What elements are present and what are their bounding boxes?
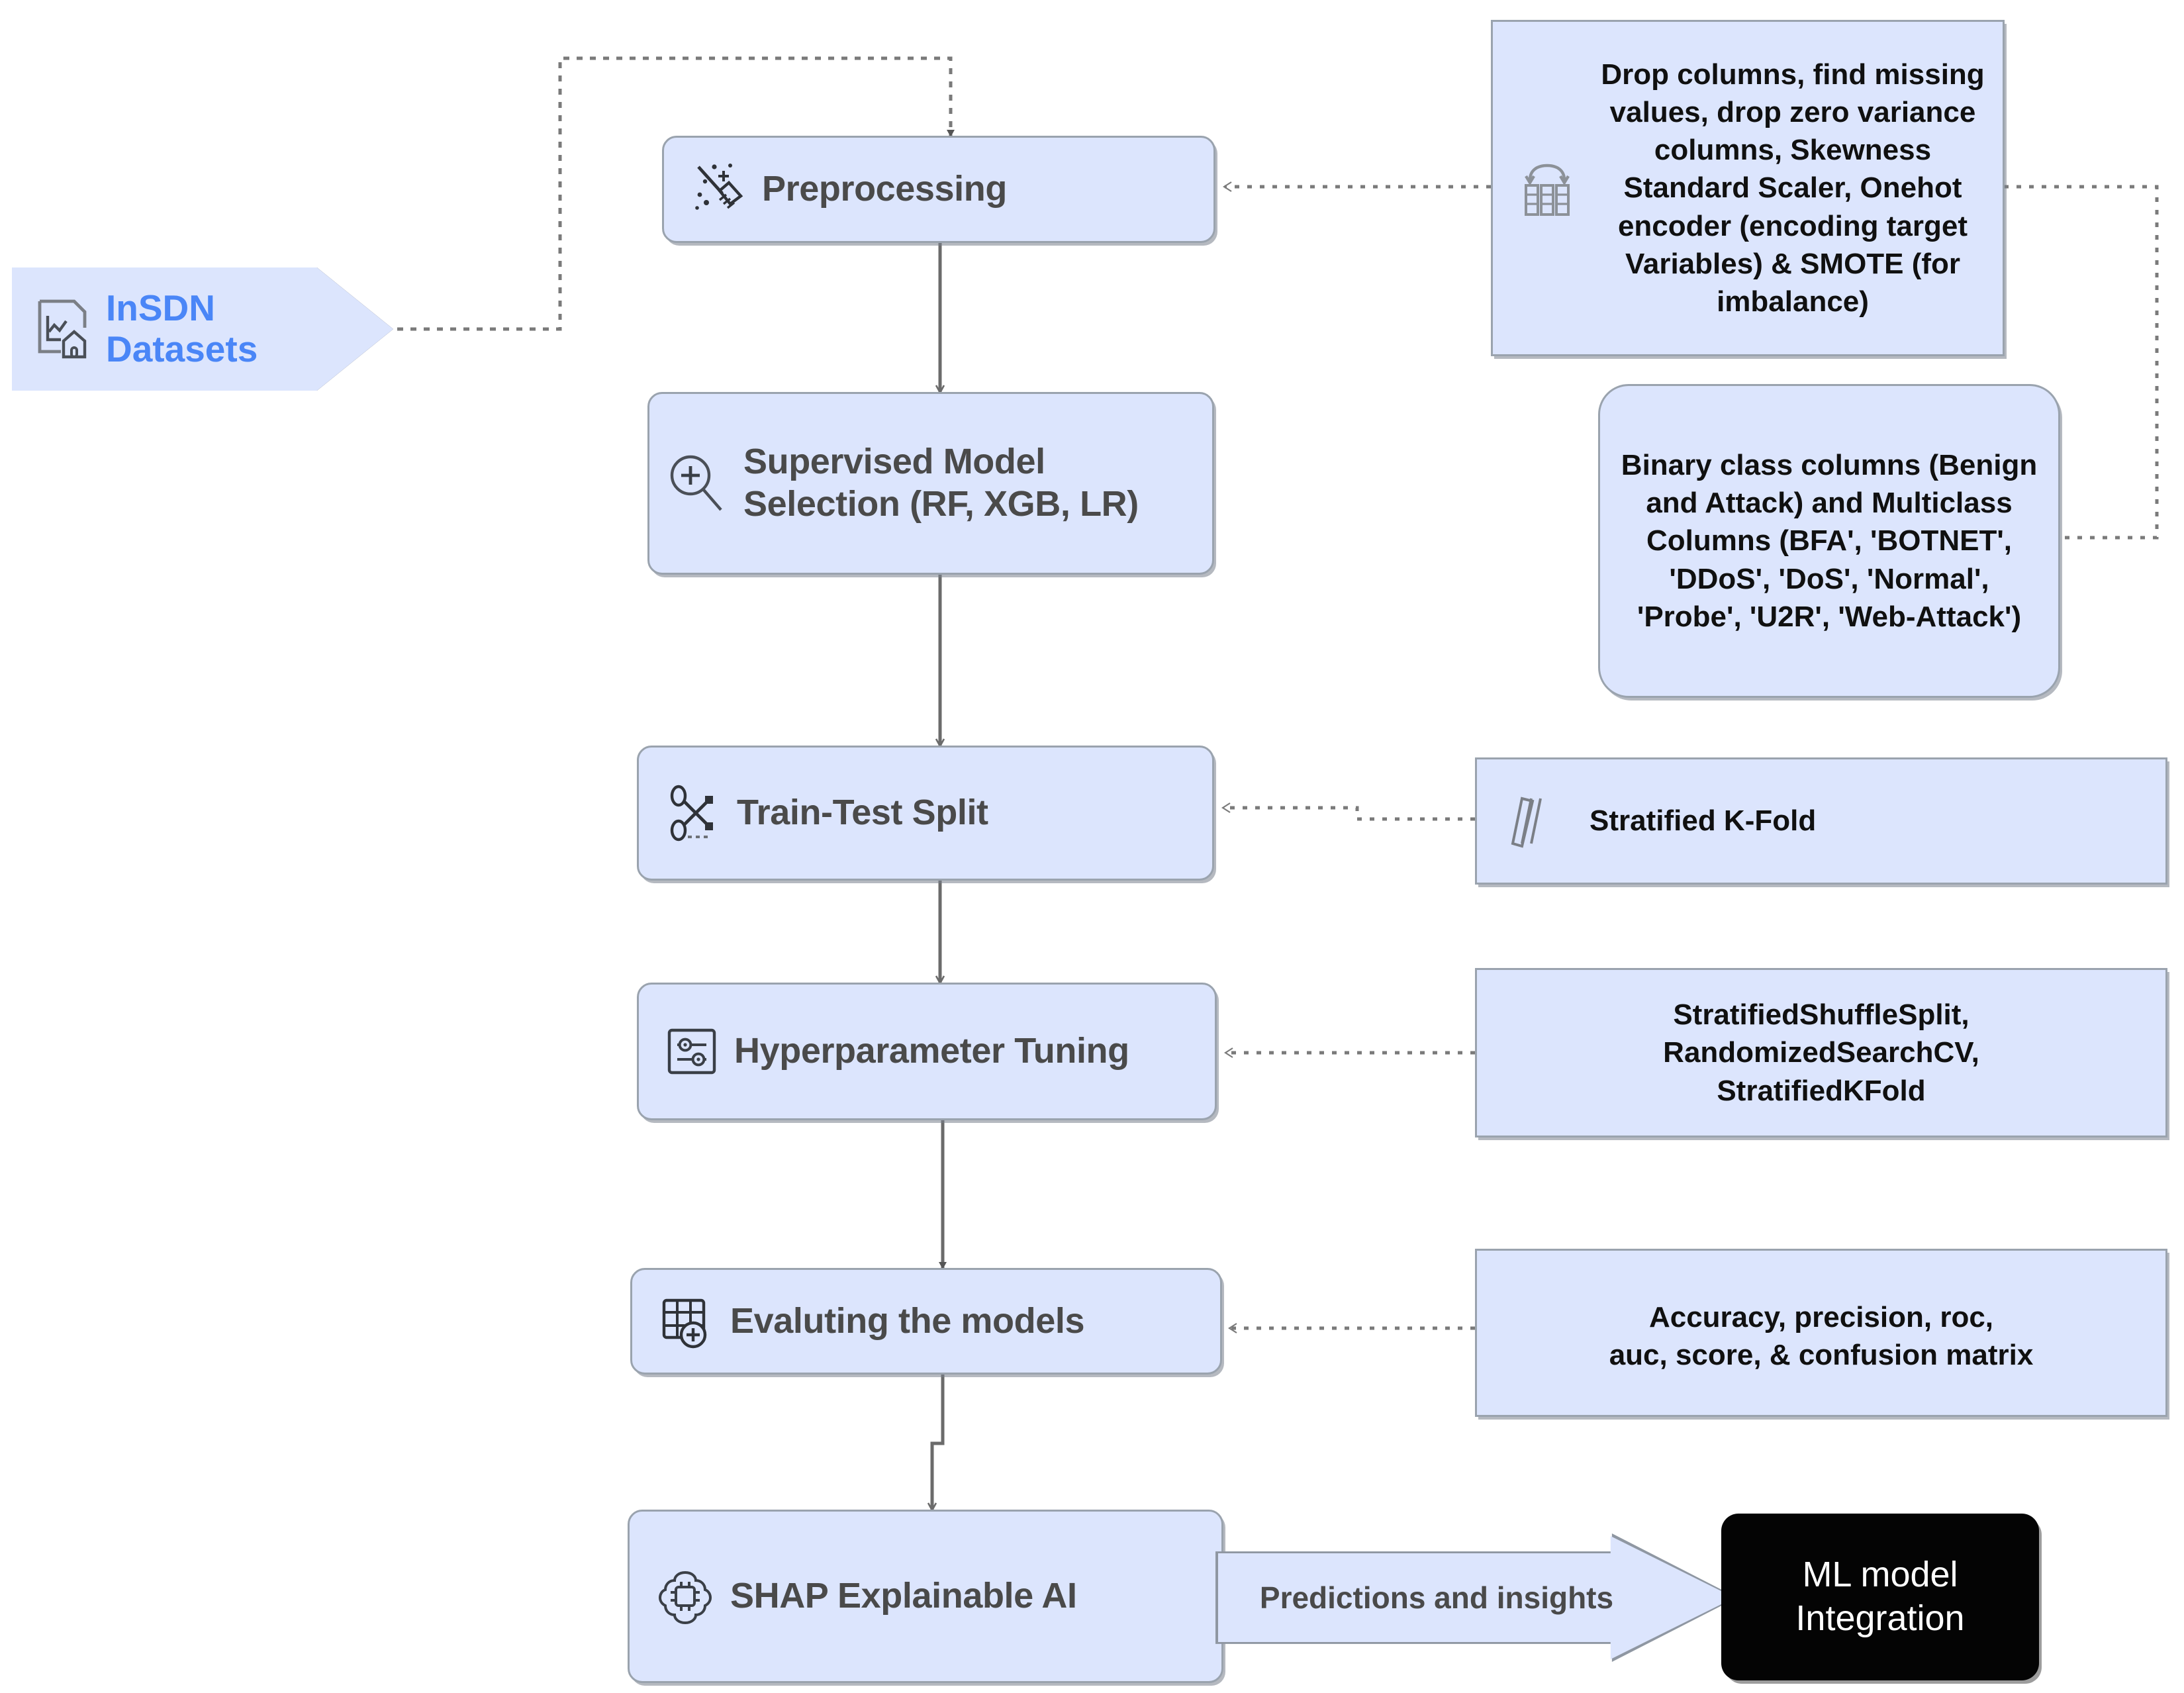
annotation-split-detail-label: Stratified K-Fold bbox=[1590, 804, 1817, 838]
edge-split-detail-to-train-test-split bbox=[1223, 808, 1475, 821]
scissors-icon bbox=[661, 781, 725, 845]
annotation-class-columns-detail-label: Binary class columns (Benign and Attack)… bbox=[1621, 449, 2038, 633]
insdn-datasets-node[interactable]: InSDN Datasets bbox=[12, 267, 393, 391]
layers-fold-icon bbox=[1505, 791, 1558, 851]
step-train-test-split[interactable]: Train-Test Split bbox=[637, 746, 1214, 881]
annotation-class-columns-detail[interactable]: Binary class columns (Benign and Attack)… bbox=[1598, 384, 2060, 698]
columns-swap-icon bbox=[1521, 156, 1574, 220]
ml-model-integration-node[interactable]: ML model Integration bbox=[1721, 1514, 2039, 1680]
broom-sparkle-icon bbox=[687, 158, 750, 221]
dataset-file-chart-icon bbox=[34, 297, 95, 361]
predictions-arrow: Predictions and insights bbox=[1218, 1536, 1734, 1659]
table-grid-plus-icon bbox=[655, 1290, 718, 1353]
step-model-selection[interactable]: Supervised Model Selection (RF, XGB, LR) bbox=[647, 392, 1214, 575]
annotation-metrics-detail-label: Accuracy, precision, roc, auc, score, & … bbox=[1609, 1301, 2034, 1372]
annotation-preprocessing-detail[interactable]: Drop columns, find missing values, drop … bbox=[1491, 20, 2005, 356]
annotation-tuning-detail-label: StratifiedShuffleSplit, RandomizedSearch… bbox=[1663, 998, 1979, 1107]
step-shap-label: SHAP Explainable AI bbox=[730, 1576, 1077, 1616]
step-evaluating[interactable]: Evaluting the models bbox=[630, 1268, 1222, 1375]
sliders-icon bbox=[661, 1021, 722, 1082]
annotation-preprocessing-detail-label: Drop columns, find missing values, drop … bbox=[1601, 58, 1985, 318]
annotation-tuning-detail[interactable]: StratifiedShuffleSplit, RandomizedSearch… bbox=[1475, 968, 2167, 1137]
step-model-selection-label: Supervised Model Selection (RF, XGB, LR) bbox=[743, 442, 1139, 524]
edge-evaluating-to-shap bbox=[927, 1375, 945, 1512]
step-preprocessing-label: Preprocessing bbox=[762, 169, 1007, 209]
predictions-arrow-label: Predictions and insights bbox=[1259, 1580, 1614, 1615]
annotation-split-detail[interactable]: Stratified K-Fold bbox=[1475, 757, 2167, 885]
step-hyperparameter-tuning-label: Hyperparameter Tuning bbox=[734, 1031, 1129, 1071]
insdn-datasets-label: InSDN Datasets bbox=[106, 287, 258, 369]
brain-chip-icon bbox=[652, 1563, 718, 1629]
step-evaluating-label: Evaluting the models bbox=[730, 1300, 1085, 1341]
step-preprocessing[interactable]: Preprocessing bbox=[662, 136, 1215, 243]
step-hyperparameter-tuning[interactable]: Hyperparameter Tuning bbox=[637, 983, 1217, 1120]
step-train-test-split-label: Train-Test Split bbox=[737, 793, 988, 833]
magnifier-plus-icon bbox=[663, 449, 732, 518]
step-shap[interactable]: SHAP Explainable AI bbox=[628, 1510, 1223, 1683]
annotation-metrics-detail[interactable]: Accuracy, precision, roc, auc, score, & … bbox=[1475, 1249, 2167, 1417]
ml-model-integration-label: ML model Integration bbox=[1795, 1555, 1965, 1638]
